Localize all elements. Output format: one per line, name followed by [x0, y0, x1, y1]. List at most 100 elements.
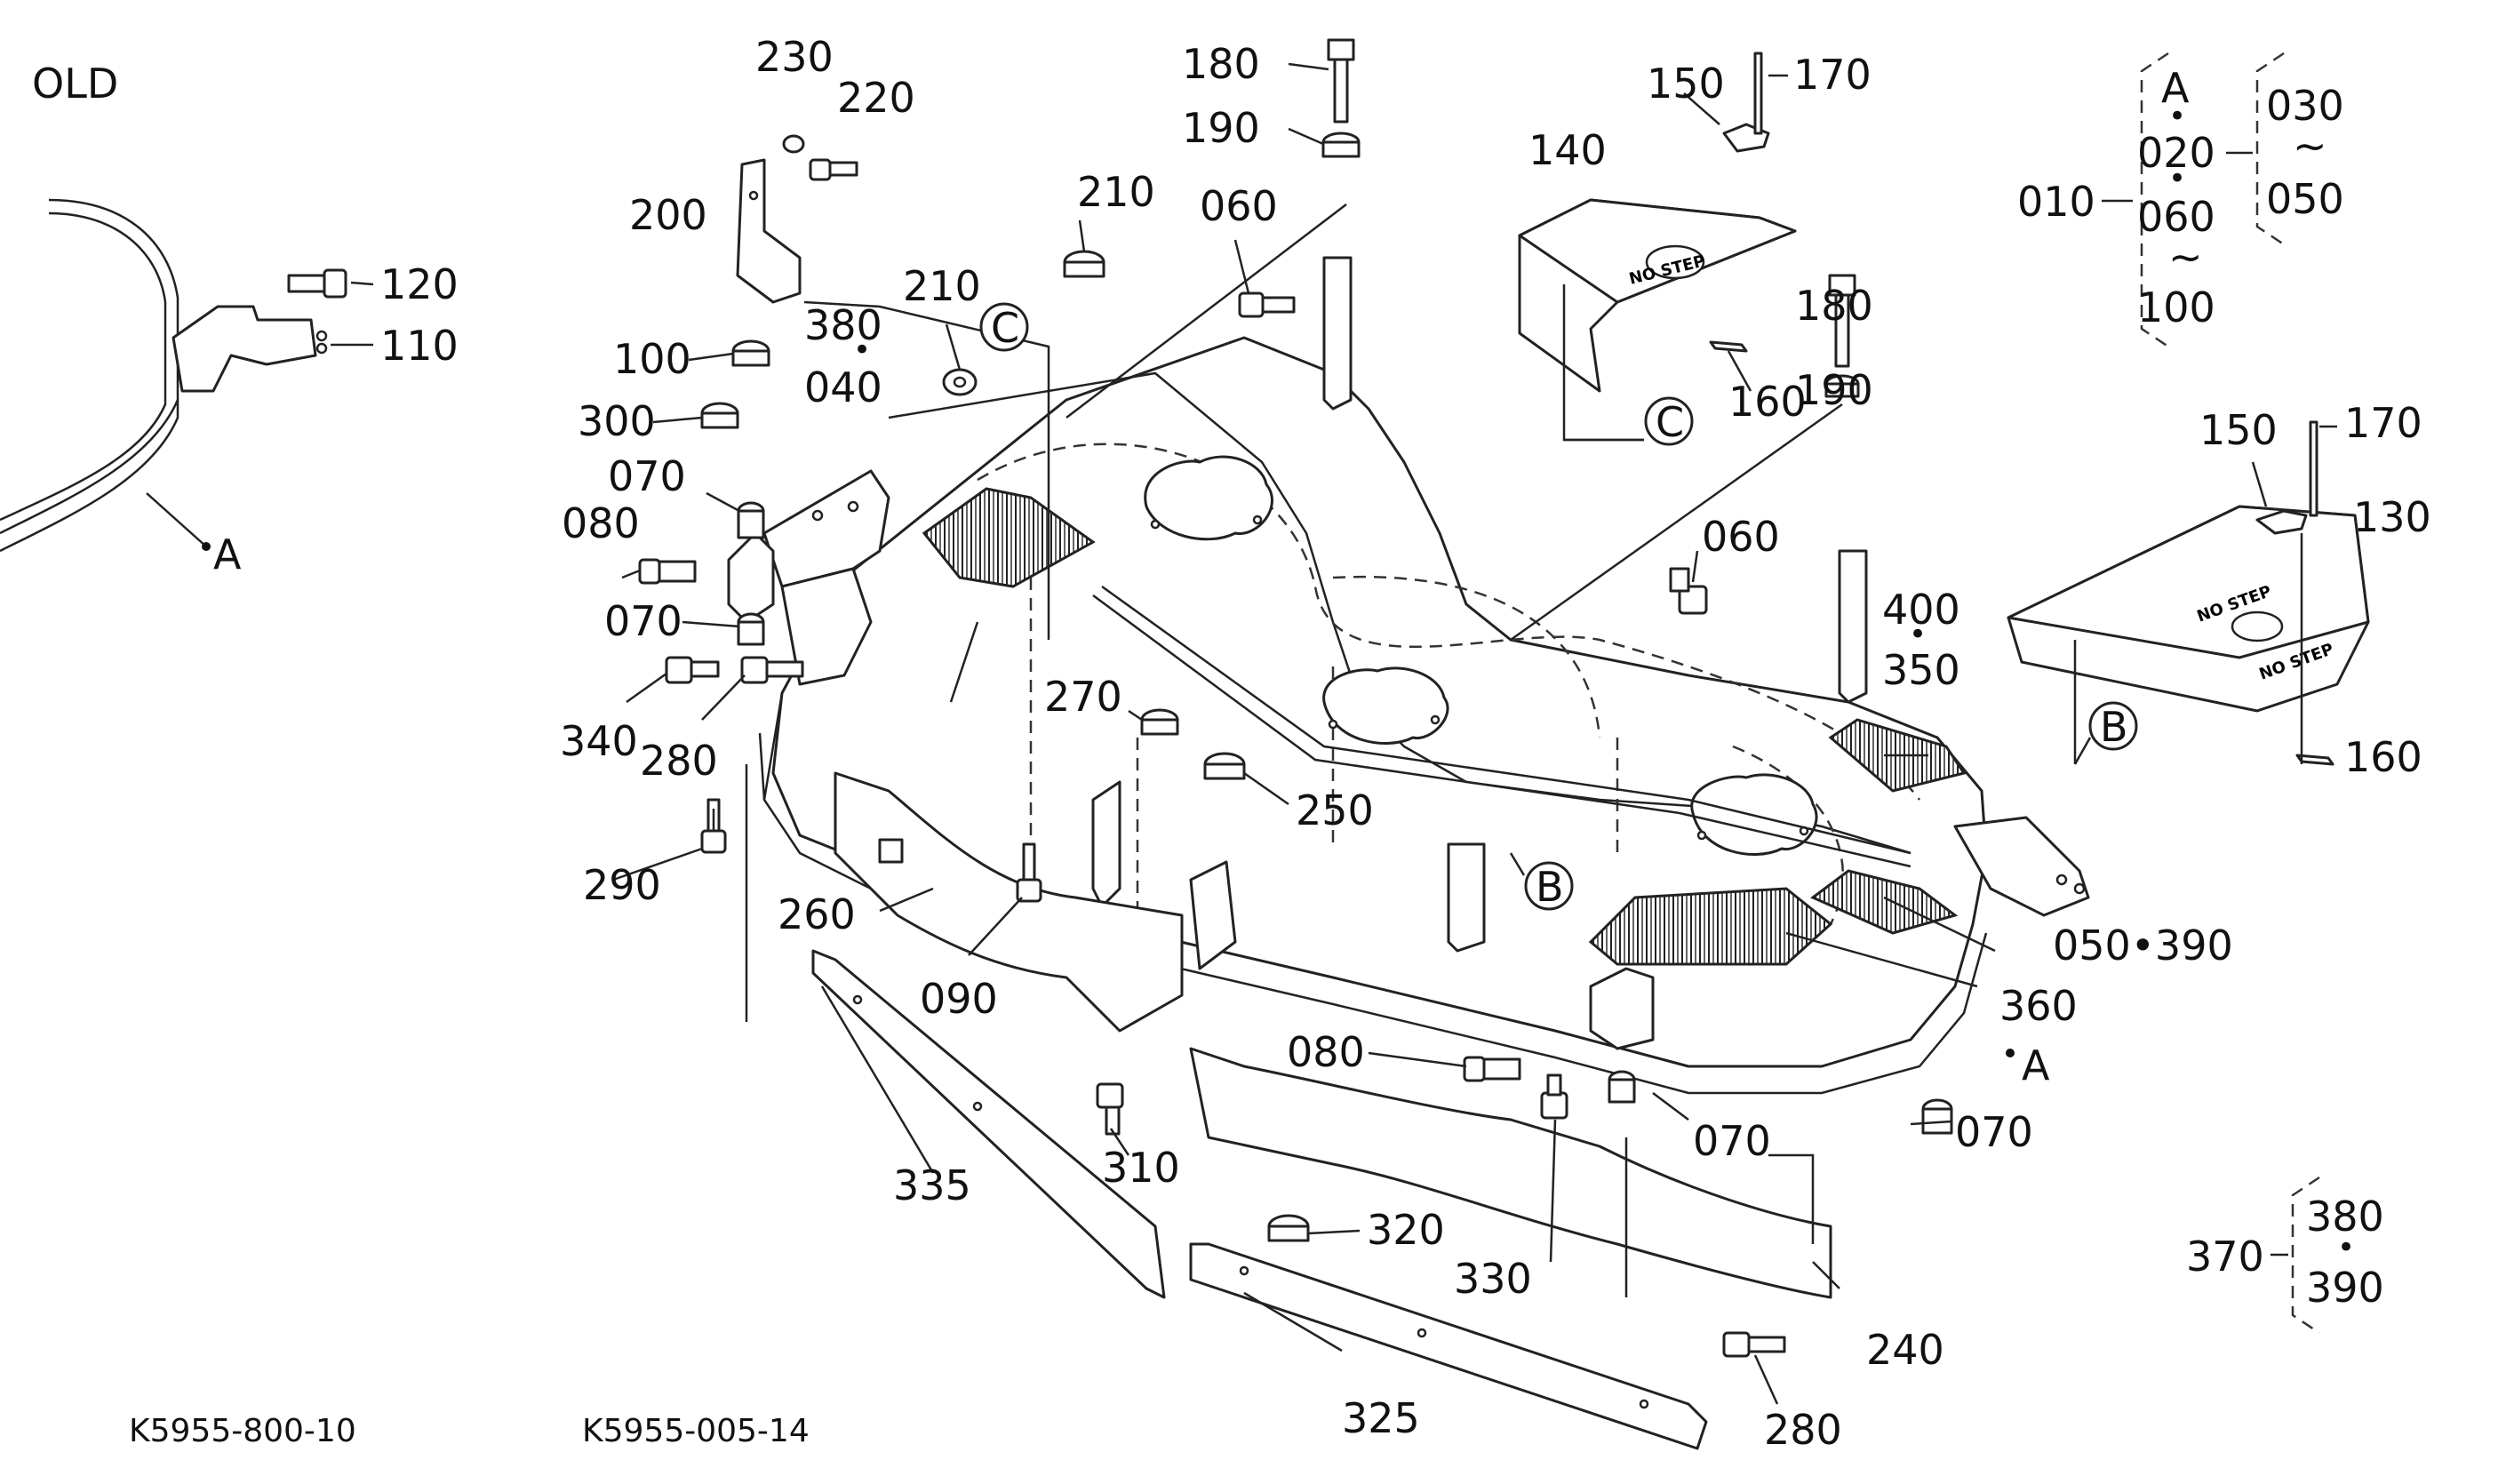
dot-400-350: • [1909, 617, 1927, 652]
callout-070b: 070 [604, 597, 682, 645]
mower-deck [762, 256, 2090, 1095]
washer-230 [782, 134, 805, 154]
old-deck-edge [0, 198, 180, 553]
nut-210-a [1063, 250, 1105, 278]
callout-310: 310 [1102, 1144, 1180, 1192]
baffle-240 [1189, 1047, 1832, 1299]
baffle-front [1092, 585, 1911, 868]
diagram-code-center: K5955-005-14 [582, 1413, 810, 1449]
callout-340: 340 [560, 717, 638, 765]
group-key-370: 370 380 • 390 [2186, 1176, 2384, 1335]
callout-240: 240 [1866, 1326, 1944, 1374]
nut-100 [731, 339, 770, 367]
callout-380a: 380 [804, 301, 882, 349]
cover-130: NO STEP NO STEP [2007, 505, 2370, 766]
callout-110: 110 [380, 322, 459, 370]
callout-250: 250 [1296, 786, 1374, 834]
callout-220: 220 [837, 74, 915, 122]
callout-050390: 050•390 [2053, 922, 2233, 969]
callout-390: 390 [2306, 1264, 2384, 1312]
callout-080b: 080 [1287, 1028, 1365, 1076]
bolt-180-top [1327, 38, 1355, 124]
bolt-090 [1016, 842, 1042, 903]
callout-190b: 190 [1795, 366, 1873, 414]
callout-050: 050 [2266, 175, 2344, 223]
marker-a-left: A [213, 531, 242, 578]
callout-210b: 210 [903, 262, 981, 310]
callout-100-group: 100 [2137, 283, 2215, 331]
callout-180a: 180 [1182, 40, 1260, 88]
dot-a-020: • [2168, 99, 2186, 134]
dot-380-390: • [2337, 1230, 2355, 1265]
fastener-150-170-top [1722, 52, 1770, 153]
callout-150b: 150 [2199, 406, 2278, 454]
group-key-010: A • 020 • 060 ~ 100 010 030 ~ 050 [2017, 52, 2344, 348]
callout-030b: 030 [2266, 82, 2344, 130]
marker-a-right: A [2022, 1041, 2050, 1089]
nut-250 [1203, 752, 1246, 780]
callout-labels: 180 190 230 220 200 210 060 210 380 • 04… [560, 33, 2431, 1454]
callout-010: 010 [2017, 178, 2095, 226]
callout-325: 325 [1342, 1394, 1420, 1442]
callout-100a: 100 [613, 335, 691, 383]
roller-bracket-right [1589, 967, 1953, 1135]
callout-260: 260 [778, 890, 856, 938]
callout-300: 300 [578, 397, 656, 445]
callout-290: 290 [583, 861, 661, 909]
nut-270 [1140, 708, 1179, 736]
marker-b-left: B [1536, 863, 1564, 911]
callout-190a: 190 [1182, 104, 1260, 152]
callout-270: 270 [1044, 673, 1122, 721]
callout-070a: 070 [608, 452, 686, 500]
callout-170b: 170 [2344, 399, 2422, 447]
bolt-280-left [740, 656, 804, 684]
callout-080a: 080 [562, 499, 640, 547]
callout-380b: 380 [2306, 1193, 2384, 1241]
bolt-060-right [1669, 567, 1708, 615]
old-label: OLD [32, 60, 118, 108]
callout-350: 350 [1882, 646, 1960, 694]
callout-200: 200 [629, 191, 707, 239]
callout-280b: 280 [1764, 1406, 1842, 1454]
callout-160a: 160 [1728, 378, 1807, 426]
callout-120: 120 [380, 260, 459, 308]
marker-c-right: C [1656, 398, 1684, 446]
bolt-080-left [638, 558, 697, 585]
dot-380-040: • [853, 332, 871, 368]
nut-320 [1267, 1214, 1310, 1242]
bolt-120 [287, 268, 347, 299]
dot-020-060: • [2168, 161, 2186, 196]
spindle-hole-left [1144, 455, 1273, 541]
skirt-325 [1189, 1242, 1708, 1450]
callout-070d: 070 [1955, 1108, 2033, 1156]
callout-090: 090 [920, 975, 998, 1023]
bolt-180-right [1828, 274, 1856, 368]
hatch-pad-left [922, 487, 1096, 588]
callout-020: 020 [2137, 129, 2215, 177]
marker-b-right: B [2100, 703, 2128, 751]
leader-lines [612, 62, 1996, 1405]
callout-060-group: 060 [2137, 193, 2215, 241]
callout-060b: 060 [1702, 513, 1780, 561]
bolt-280-right [1722, 1331, 1786, 1358]
tilde-030-050: ~ [2293, 122, 2327, 170]
old-inset: OLD 120 110 A K5955-800-10 [0, 60, 459, 1449]
callout-330: 330 [1454, 1255, 1532, 1303]
callout-160b: 160 [2344, 733, 2422, 781]
callout-070c: 070 [1693, 1117, 1771, 1165]
callout-180b: 180 [1795, 282, 1873, 330]
spindle-hole-center [1322, 666, 1449, 745]
hatch-pad-front [1588, 887, 1833, 966]
nut-300 [700, 402, 739, 429]
callout-320: 320 [1367, 1206, 1445, 1254]
callout-140: 140 [1528, 126, 1607, 174]
diagram-code-left: K5955-800-10 [129, 1413, 356, 1449]
front-right-bracket [1953, 816, 2090, 917]
callout-040: 040 [804, 363, 882, 411]
bolt-220 [809, 158, 858, 181]
bolt-330 [1540, 1073, 1568, 1120]
callout-150a: 150 [1647, 60, 1725, 108]
bolt-340 [665, 656, 720, 684]
callout-370: 370 [2186, 1233, 2264, 1281]
